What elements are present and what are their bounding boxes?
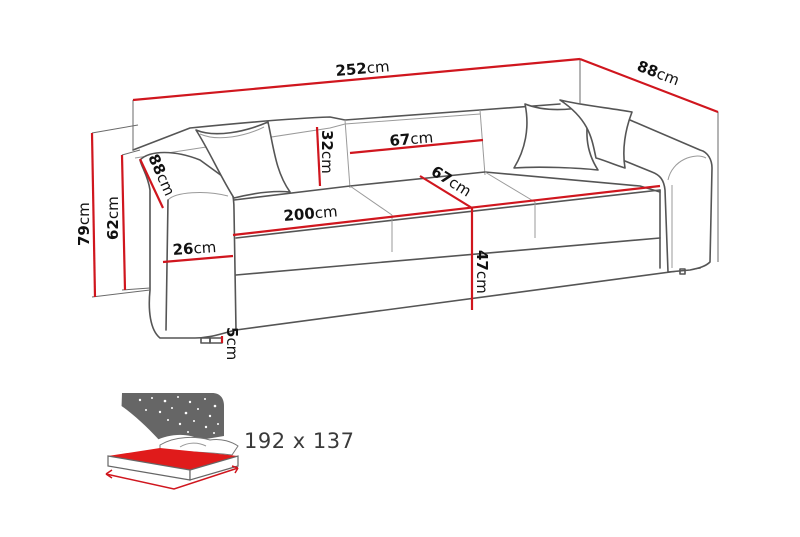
label-seat-height: 47cm [473,250,491,294]
label-overall-height: 79cm [75,202,93,246]
dim-line-overall-depth [579,57,719,114]
label-seat-width: 200cm [283,202,339,225]
dim-line-overall-height [90,132,97,298]
dim-line-seat-depth [419,175,473,209]
label-overall-width: 252cm [335,57,391,80]
label-backrest-height: 32cm [318,130,336,174]
dim-line-backrest-cushion-width [349,138,484,155]
dim-line-armrest-depth [139,158,164,209]
dim-line-overall-width [132,57,581,102]
dim-line-backrest-height [315,126,322,187]
dimension-lines [90,57,719,343]
dim-line-armrest-height [120,154,127,291]
sofa-drawing [132,99,713,344]
label-armrest-depth: 88cm [144,151,178,198]
bed-night-icon [105,393,239,490]
label-backrest-cushion-width: 67cm [389,128,434,150]
label-armrest-width: 26cm [172,238,217,259]
dim-line-armrest-width [162,254,234,264]
dim-line-seat-width [232,184,661,237]
label-overall-depth: 88cm [635,57,682,89]
label-leg-height: 5cm [223,327,241,360]
label-armrest-height: 62cm [104,196,122,240]
sleeping-area-size: 192 x 137 [244,429,354,453]
